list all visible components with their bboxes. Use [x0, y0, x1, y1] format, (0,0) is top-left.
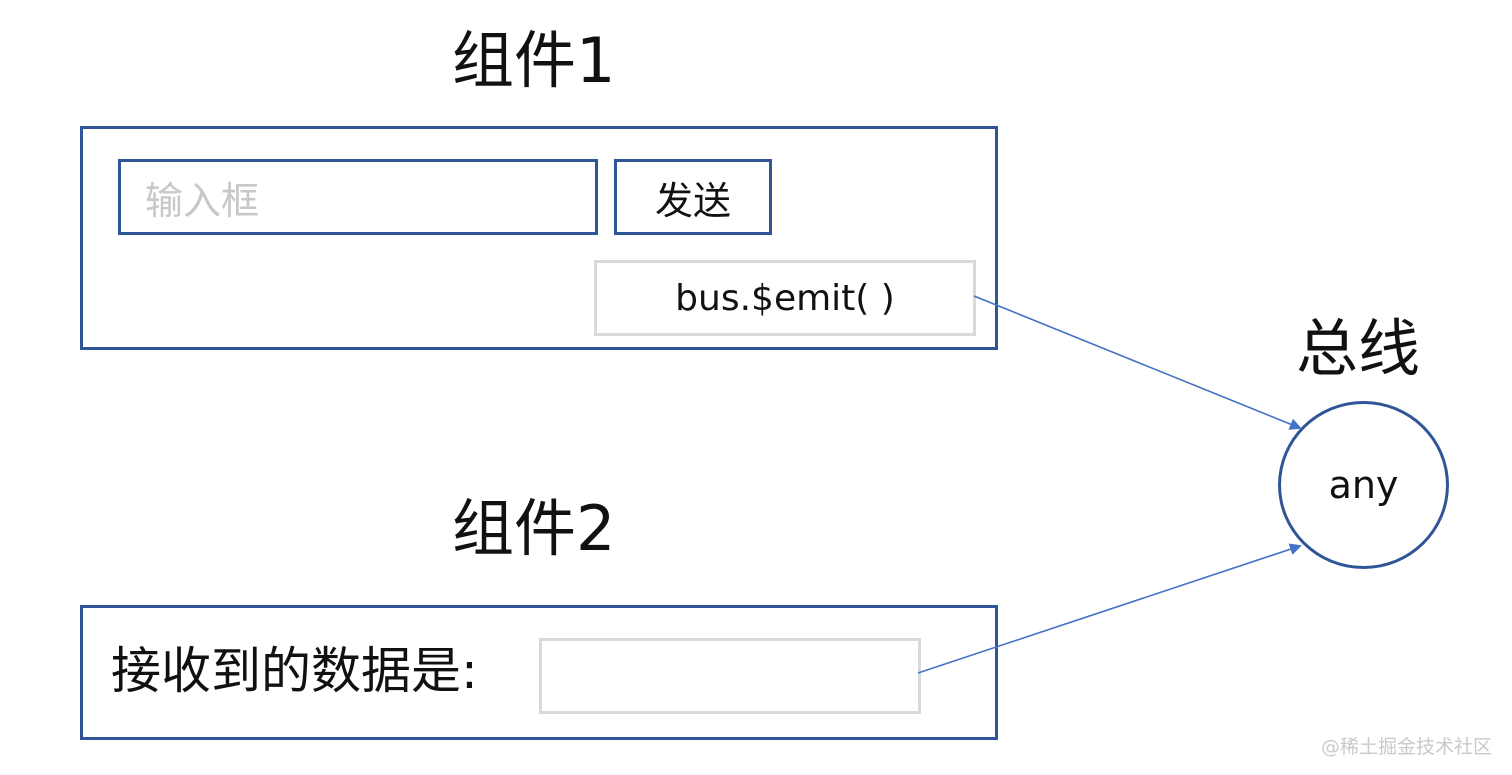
emit-to-bus-arrow: [973, 295, 1302, 430]
bus-emit-box: bus.$emit( ): [594, 260, 976, 336]
received-data-label: 接收到的数据是:: [111, 642, 478, 700]
bus-value: any: [1328, 463, 1399, 507]
received-data-box: [539, 638, 921, 714]
component1-panel: 输入框 发送 bus.$emit( ): [80, 126, 998, 350]
watermark: @稀土掘金技术社区: [1320, 736, 1492, 758]
bus-circle: any: [1278, 401, 1449, 569]
bus-title: 总线: [1296, 312, 1421, 385]
send-button[interactable]: 发送: [614, 159, 772, 235]
component1-title: 组件1: [452, 24, 616, 97]
component2-title: 组件2: [452, 492, 616, 565]
component2-panel: 接收到的数据是:: [80, 605, 998, 740]
message-input[interactable]: 输入框: [118, 159, 598, 235]
